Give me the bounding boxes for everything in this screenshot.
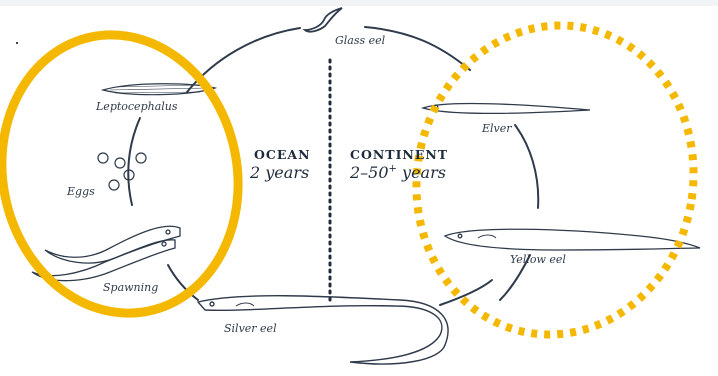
spawning-label: Spawning bbox=[103, 281, 158, 294]
leptocephalus-figure bbox=[103, 84, 215, 95]
glass-eel-figure bbox=[305, 8, 342, 32]
silver-eel-label: Silver eel bbox=[224, 322, 277, 335]
continent-duration: 2–50+ years bbox=[350, 163, 446, 182]
continent-heading: CONTINENT bbox=[350, 147, 448, 162]
continent-duration-unit: years bbox=[397, 163, 446, 182]
glass-eel-label: Glass eel bbox=[335, 34, 385, 47]
ocean-heading: OCEAN bbox=[254, 147, 311, 162]
eggs-figure bbox=[98, 153, 146, 190]
ocean-duration: 2 years bbox=[250, 163, 309, 182]
continent-duration-range: 2–50 bbox=[350, 163, 389, 182]
ring-arc-right bbox=[515, 125, 538, 208]
eggs-label: Eggs bbox=[67, 185, 95, 198]
spawning-figure bbox=[32, 226, 180, 280]
leptocephalus-label: Leptocephalus bbox=[96, 100, 178, 113]
continent-duration-plus: + bbox=[389, 164, 397, 175]
yellow-eel-label: Yellow eel bbox=[510, 253, 566, 266]
elver-figure bbox=[423, 104, 590, 114]
elver-label: Elver bbox=[482, 122, 512, 135]
yellow-eel-figure bbox=[445, 229, 700, 250]
